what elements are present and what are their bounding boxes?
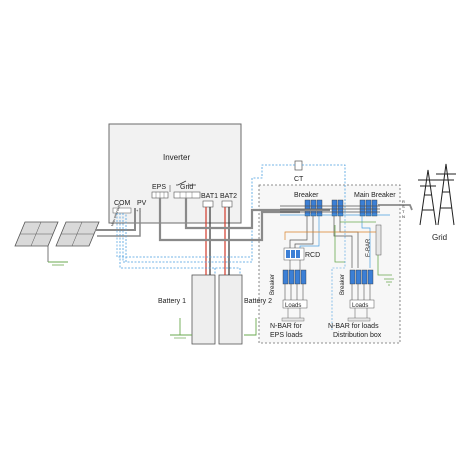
battery-1-box (191, 274, 216, 345)
phase-r-label: R (402, 199, 405, 204)
rcd-label: RCD (305, 252, 320, 259)
battery-ground (170, 318, 257, 336)
nbar-loads-line-2: Distribution box (333, 332, 382, 339)
right-breaker-label: Breaker (340, 274, 346, 295)
grid-feed-cable (378, 204, 413, 211)
right-breakers (349, 269, 374, 285)
ct-label: CT (294, 176, 304, 183)
phase-n-label: N (402, 214, 405, 219)
left-loads-label: Loads (285, 303, 301, 309)
com-port-label: COM (114, 200, 131, 207)
nbar-eps-label: N-BAR for EPS loads (270, 323, 304, 339)
battery-2-box (218, 274, 243, 345)
left-nbar (281, 317, 305, 322)
pv-cable (95, 208, 136, 231)
eps-port-label: EPS (152, 184, 166, 191)
outer-comm-loop (116, 213, 250, 258)
nbar-loads-label: N-BAR for loads Distribution box (328, 323, 382, 339)
inverter-box (108, 123, 242, 224)
phase-t-label: T (402, 209, 405, 214)
bat1-terminals (202, 200, 214, 208)
nbar-eps-line-1: N-BAR for (270, 323, 303, 330)
phase-s-label: S (402, 204, 405, 209)
left-breakers (282, 269, 307, 285)
grid-port-label: Grid (180, 184, 193, 191)
battery-2-label: Battery 2 (244, 298, 272, 305)
right-loads-box (349, 299, 375, 309)
right-load-wires (351, 284, 371, 300)
ebar-bar (375, 224, 382, 256)
ebar-label: E-BAR (366, 238, 372, 257)
ct-comm-line-2 (302, 164, 346, 212)
pv-cable-2 (97, 208, 141, 237)
com-pins (112, 207, 132, 214)
eps-breaker (304, 199, 323, 217)
battery-1-label: Battery 1 (158, 298, 186, 305)
left-nbar-wires (287, 308, 301, 318)
solar-panel-icon (14, 221, 100, 266)
left-load-wires (284, 260, 304, 300)
eps-terminals (151, 191, 169, 199)
grid-terminals (173, 191, 201, 199)
inverter-title: Inverter (163, 153, 190, 162)
right-nbar (347, 317, 371, 322)
right-nbar-wires (354, 308, 368, 318)
phase-wires (280, 205, 390, 216)
com-pins-label: Meter DRM BMS (110, 204, 122, 227)
ct-comm-line (122, 164, 295, 263)
box-ground-symbol (384, 278, 394, 286)
grid-tower-icon (418, 163, 456, 226)
eps-cable (158, 198, 300, 242)
main-breaker (359, 199, 378, 217)
grid-breaker (331, 199, 344, 217)
left-loads-box (282, 299, 308, 309)
main-breaker-label: Main Breaker (354, 192, 396, 199)
grid-label: Grid (432, 233, 447, 242)
left-breaker-label: Breaker (270, 274, 276, 295)
nbar-loads-line-1: N-BAR for loads (328, 323, 379, 330)
rcd-device (283, 247, 305, 261)
bat1-port-label: BAT1 (201, 193, 218, 200)
blue-dashed-ct-return (331, 212, 346, 330)
right-loads-label: Loads (352, 303, 368, 309)
bat2-port-label: BAT2 (220, 193, 237, 200)
breaker-label: Breaker (294, 192, 319, 199)
ct-box (294, 160, 303, 171)
internal-wiring (284, 216, 376, 268)
grid-switch-icon (176, 180, 196, 186)
bat2-terminals (221, 200, 233, 208)
pv-port-label: PV (137, 200, 147, 207)
nbar-eps-line-2: EPS loads (270, 332, 303, 339)
grid-cable (184, 198, 330, 230)
battery-comm-line (119, 213, 241, 275)
box-ground-wires (334, 225, 392, 276)
pv-polarity-label: + - (136, 208, 141, 213)
